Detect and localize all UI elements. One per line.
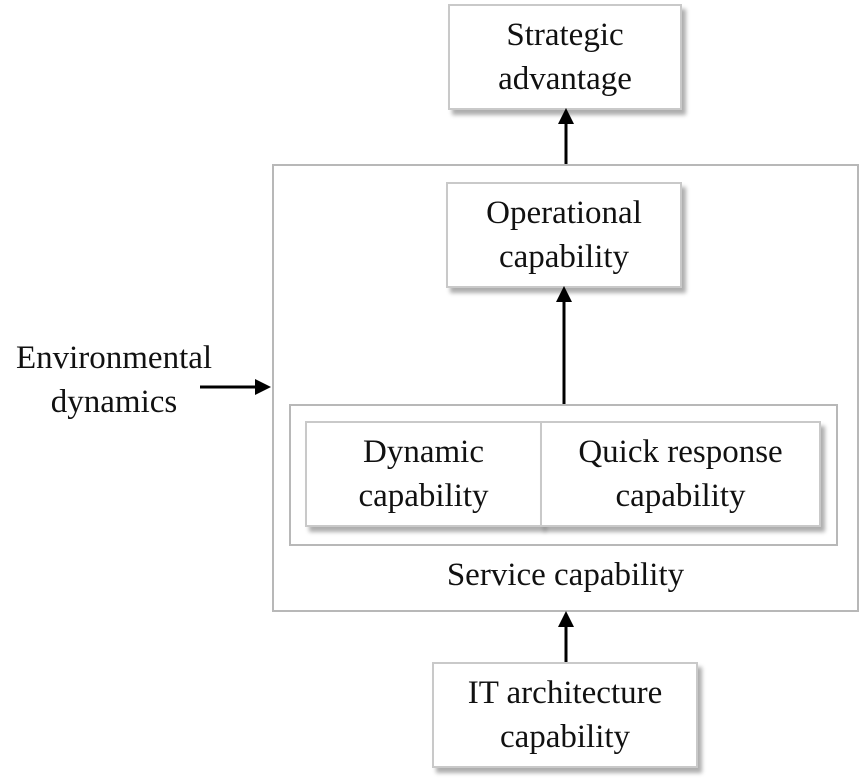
operational-capability-line2: capability (498, 239, 630, 275)
quick-response-capability-line2: capability (615, 478, 746, 514)
it-architecture-capability-line2: capability (499, 719, 631, 755)
strategic-advantage-box: Strategic advantage (448, 4, 682, 110)
operational-capability-line1: Operational (486, 195, 642, 231)
strategic-advantage-line2: advantage (498, 61, 632, 97)
quick-response-capability-box: Quick response capability (540, 421, 821, 527)
operational-capability-box: Operational capability (446, 182, 682, 288)
strategic-advantage-line1: Strategic (506, 17, 624, 53)
dynamic-capability-line1: Dynamic (363, 434, 484, 470)
service-capability-label: Service capability (446, 557, 685, 593)
dynamic-capability-box: Dynamic capability (305, 421, 542, 527)
it-architecture-capability-box: IT architecture capability (432, 662, 698, 768)
environmental-dynamics-line2: dynamics (50, 384, 178, 420)
dynamic-capability-line2: capability (358, 478, 489, 514)
environmental-dynamics-line1: Environmental (15, 340, 213, 376)
quick-response-capability-line1: Quick response (578, 434, 783, 470)
it-architecture-capability-line1: IT architecture (467, 675, 663, 711)
capability-group-frame (289, 404, 838, 546)
environmental-dynamics-label: Environmental dynamics (0, 336, 228, 424)
